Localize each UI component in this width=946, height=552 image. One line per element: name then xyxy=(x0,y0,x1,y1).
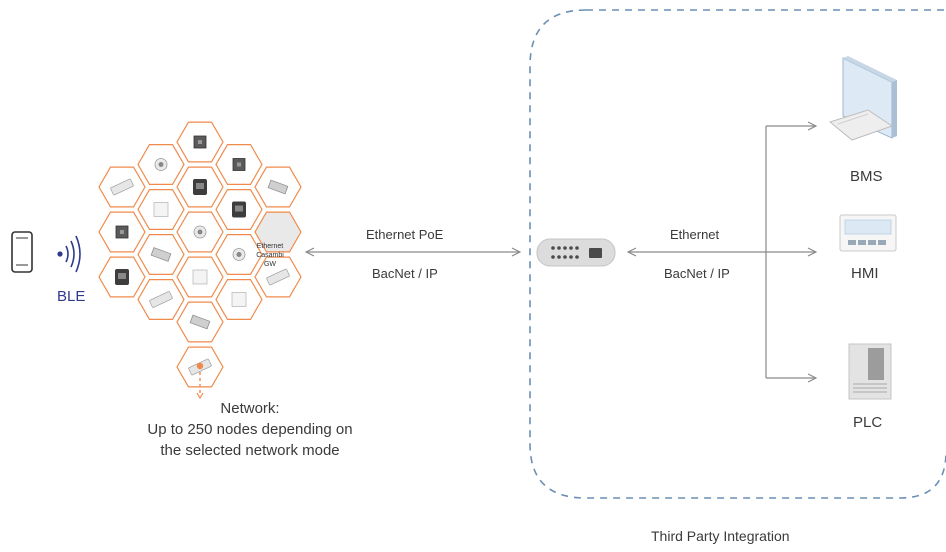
gateway-hex-label: Ethernet Casambi GW xyxy=(248,242,292,269)
phone-icon xyxy=(11,231,33,273)
gateway-line: Casambi xyxy=(256,252,284,259)
luminaire-device-icon xyxy=(266,268,290,286)
luminaire-device-icon xyxy=(231,292,247,307)
luminaire-device-icon xyxy=(115,269,129,285)
gateway-line: Ethernet xyxy=(256,243,284,250)
gateway-line: GW xyxy=(263,261,277,268)
gateway-device-icon xyxy=(536,238,616,267)
bacnet-ip-left-label: BacNet / IP xyxy=(372,266,438,281)
luminaire-device-icon xyxy=(232,248,246,261)
luminaire-device-icon xyxy=(149,291,173,308)
third-party-integration-label: Third Party Integration xyxy=(651,528,790,544)
ble-label: BLE xyxy=(57,288,86,305)
luminaire-device-icon xyxy=(189,314,211,330)
ethernet-label: Ethernet xyxy=(670,227,720,242)
hex-network xyxy=(98,121,302,388)
hmi-label: HMI xyxy=(851,265,879,282)
luminaire-device-icon xyxy=(110,178,134,196)
luminaire-device-icon xyxy=(150,247,172,262)
gateway-hex xyxy=(254,211,302,253)
distribution-bus xyxy=(765,126,816,378)
network-caption: Network: Up to 250 nodes depending on th… xyxy=(140,398,360,461)
network-continuation xyxy=(196,362,204,400)
luminaire-device-icon xyxy=(267,179,289,195)
ethernet-poe-label: Ethernet PoE xyxy=(366,227,444,242)
luminaire-device-icon xyxy=(115,225,129,239)
hmi-panel-icon xyxy=(839,214,897,252)
plc-icon xyxy=(848,343,892,400)
luminaire-device-icon xyxy=(154,158,168,171)
luminaire-device-icon xyxy=(232,158,246,171)
integration-region xyxy=(529,9,946,499)
plc-label: PLC xyxy=(853,414,883,431)
luminaire-device-icon xyxy=(153,202,169,217)
monitor-icon xyxy=(828,56,897,141)
bms-label: BMS xyxy=(850,168,883,185)
network-caption-line: Up to 250 nodes depending on xyxy=(147,421,353,438)
luminaire-device-icon xyxy=(232,201,246,218)
bacnet-ip-right-label: BacNet / IP xyxy=(664,266,730,281)
bluetooth-wave-icon xyxy=(57,235,81,273)
luminaire-device-icon xyxy=(193,225,207,239)
luminaire-device-icon xyxy=(192,269,208,285)
luminaire-device-icon xyxy=(193,135,207,149)
network-caption-line: the selected network mode xyxy=(160,442,340,459)
luminaire-device-icon xyxy=(193,179,207,195)
network-caption-line: Network: xyxy=(220,400,280,417)
